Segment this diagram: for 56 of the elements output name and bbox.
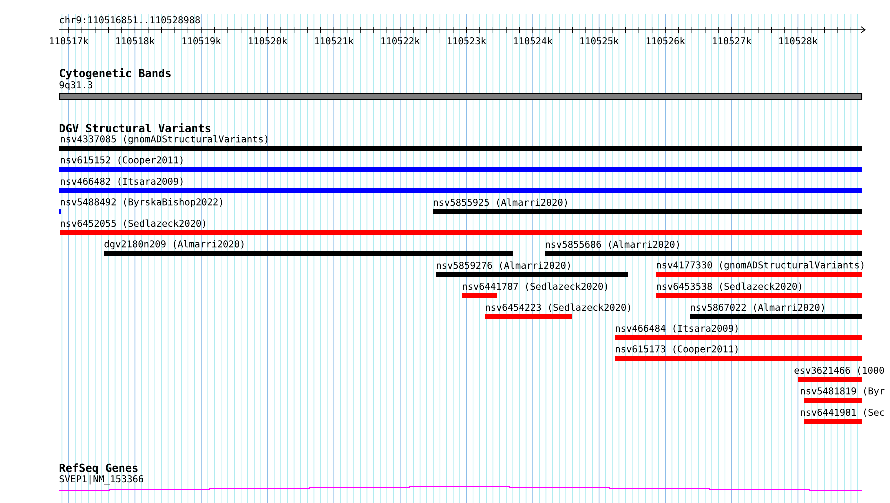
variant-feature: nsv6454223 (Sedlazeck2020): [485, 304, 630, 320]
node-label: nsv4337085 (gnomADStructuralVariants): [61, 135, 268, 145]
node-label: 9q31.3: [60, 82, 92, 90]
gene-track: SVEP1|NM_153366: [58, 475, 863, 492]
track-heading: DGV Structural Variants: [60, 123, 211, 133]
node-label: nsv5859276 (Almarri2020): [437, 262, 570, 270]
node-label: nsv6452055 (Sedlazeck2020): [61, 220, 206, 228]
variant-feature: nsv6441981 (Sec: [801, 408, 884, 424]
node-label: esv3621466 (1000: [794, 366, 884, 376]
node-label: nsv5855925 (Almarri2020): [434, 198, 568, 208]
variant-feature: nsv4337085 (gnomADStructuralVariants): [59, 135, 862, 152]
node-label: nsv4177330 (gnomADStructuralVariants): [657, 261, 864, 271]
node-label: nsv5488492 (ByrskaBishop2022): [61, 198, 222, 208]
variant-feature: dgv2180n209 (Almarri2020): [104, 240, 514, 256]
variant-feature: esv3621466 (1000: [794, 366, 884, 382]
variant-feature: nsv5488492 (ByrskaBishop2022): [59, 198, 222, 214]
variant-feature: nsv4177330 (gnomADStructuralVariants): [656, 261, 864, 278]
node-label: nsv615152 (Cooper2011): [61, 156, 183, 166]
tick-label: 110518k: [116, 37, 155, 45]
variant-feature: nsv466484 (Itsara2009): [615, 324, 862, 340]
node-label: nsv466484 (Itsara2009): [616, 324, 738, 334]
tick-label: 110520k: [249, 37, 288, 45]
node-label: dgv2180n209 (Almarri2020): [104, 240, 244, 250]
track-heading: Cytogenetic Bands: [60, 68, 171, 80]
tick-label: 110519k: [182, 37, 222, 45]
node-label: nsv6441787 (Sedlazeck2020): [463, 282, 608, 292]
tick-label: 110526k: [646, 37, 686, 45]
tick-label: 110528k: [780, 37, 818, 45]
node-label: nsv466482 (Itsara2009): [61, 178, 183, 186]
node-label: nsv6454223 (Sedlazeck2020): [486, 304, 630, 312]
variant-feature: nsv6441787 (Sedlazeck2020): [462, 282, 608, 298]
variant-feature: nsv466482 (Itsara2009): [59, 178, 862, 194]
tick-label: 110524k: [514, 37, 553, 45]
variant-feature: nsv5855925 (Almarri2020): [433, 198, 862, 214]
region-label: chr9:110516851..110528988: [60, 16, 200, 24]
cytoband: 9q31.3: [60, 82, 863, 100]
tick-label: 110521k: [315, 37, 354, 45]
variant-feature: nsv5855686 (Almarri2020): [545, 240, 862, 256]
node-label: nsv6441981 (Sec: [801, 408, 884, 418]
variant-feature: nsv6452055 (Sedlazeck2020): [60, 220, 862, 236]
node-label: nsv6453538 (Sedlazeck2020): [657, 282, 802, 292]
variant-feature: nsv615173 (Cooper2011): [615, 345, 862, 362]
variant-feature: nsv5859276 (Almarri2020): [436, 262, 628, 278]
node-label: nsv5855686 (Almarri2020): [546, 240, 680, 250]
variant-feature: nsv6453538 (Sedlazeck2020): [656, 282, 862, 298]
node-label: nsv5481819 (Byr: [801, 387, 885, 397]
variant-feature: nsv5481819 (Byr: [801, 387, 885, 404]
tick-label: 110523k: [448, 37, 486, 45]
tick-label: 110517k: [50, 37, 89, 45]
node-label: nsv5867022 (Almarri2020): [691, 304, 824, 312]
tick-label: 110525k: [580, 37, 619, 45]
tick-label: 110527k: [713, 37, 752, 45]
variant-feature: nsv615152 (Cooper2011): [59, 156, 862, 172]
node-label: nsv615173 (Cooper2011): [616, 345, 738, 355]
variant-feature: nsv5867022 (Almarri2020): [690, 304, 862, 320]
tick-label: 110522k: [382, 37, 420, 45]
